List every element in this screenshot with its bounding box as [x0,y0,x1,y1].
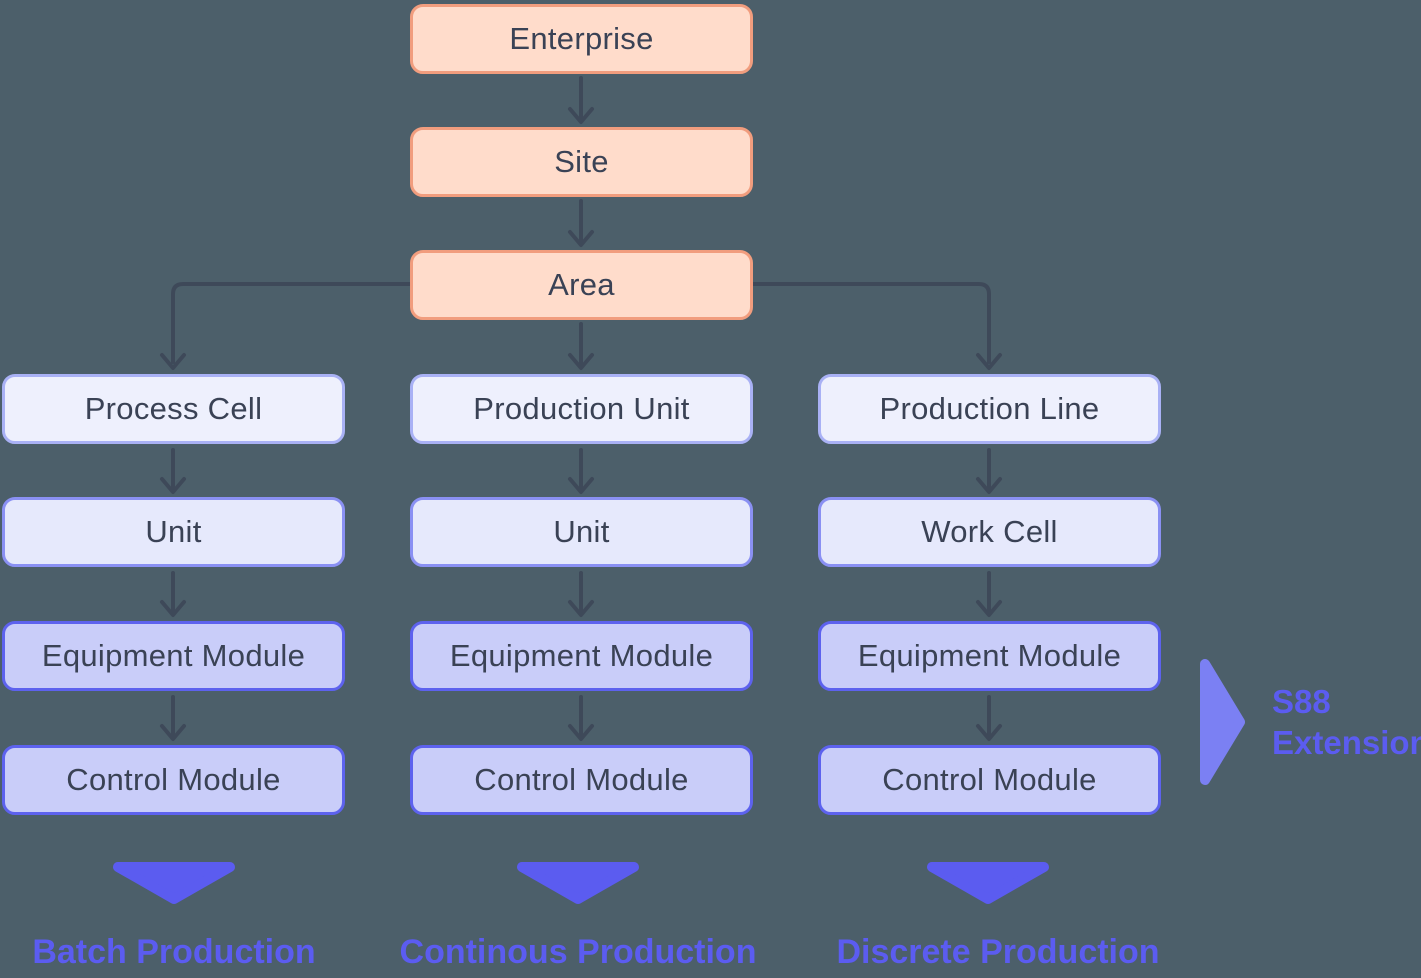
node-label: Production Unit [473,391,690,426]
s88-extension-arrow-icon [1200,659,1245,785]
flow-arrow [568,695,594,741]
batch-triangle-icon [113,862,235,904]
footer-batch-production: Batch Production [32,933,316,971]
node-label: Unit [553,514,610,549]
flow-arrow [568,448,594,494]
node-label: Work Cell [921,514,1058,549]
flow-elbow-right [750,282,1002,370]
node-label: Enterprise [509,21,654,56]
node-control-module-continuous: Control Module [410,745,753,815]
discrete-triangle-icon [927,862,1049,904]
flow-arrow [976,571,1002,617]
node-work-cell: Work Cell [818,497,1161,567]
node-equipment-module-discrete: Equipment Module [818,621,1161,691]
node-label: Process Cell [84,391,263,426]
node-production-line: Production Line [818,374,1161,444]
node-site: Site [410,127,753,197]
flow-arrow [160,695,186,741]
continuous-triangle-icon [517,862,639,904]
flow-arrow [568,199,594,247]
node-equipment-module-batch: Equipment Module [2,621,345,691]
node-label: Equipment Module [449,638,714,673]
footer-continous-production: Continous Production [399,933,757,971]
flow-arrow [976,695,1002,741]
flow-arrow [568,571,594,617]
footer-discrete-production: Discrete Production [836,933,1160,971]
node-label: Area [548,267,615,302]
node-equipment-module-continuous: Equipment Module [410,621,753,691]
node-label: Site [554,144,609,179]
s88-extension-line2: Extension [1272,724,1421,761]
flow-arrow [160,448,186,494]
flow-arrow [976,448,1002,494]
node-unit-continuous: Unit [410,497,753,567]
node-label: Control Module [66,762,281,797]
node-control-module-batch: Control Module [2,745,345,815]
flow-elbow-left [160,282,412,370]
node-control-module-discrete: Control Module [818,745,1161,815]
node-area: Area [410,250,753,320]
node-label: Equipment Module [41,638,306,673]
flow-arrow [568,322,594,370]
node-process-cell: Process Cell [2,374,345,444]
node-unit-batch: Unit [2,497,345,567]
node-label: Unit [145,514,202,549]
node-label: Control Module [882,762,1097,797]
node-label: Equipment Module [857,638,1122,673]
node-label: Production Line [879,391,1100,426]
node-production-unit: Production Unit [410,374,753,444]
s88-extension-label: S88 Extension [1272,681,1421,763]
node-enterprise: Enterprise [410,4,753,74]
flow-arrow [160,571,186,617]
flow-arrow [568,76,594,124]
node-label: Control Module [474,762,689,797]
s88-extension-line1: S88 [1272,683,1331,720]
